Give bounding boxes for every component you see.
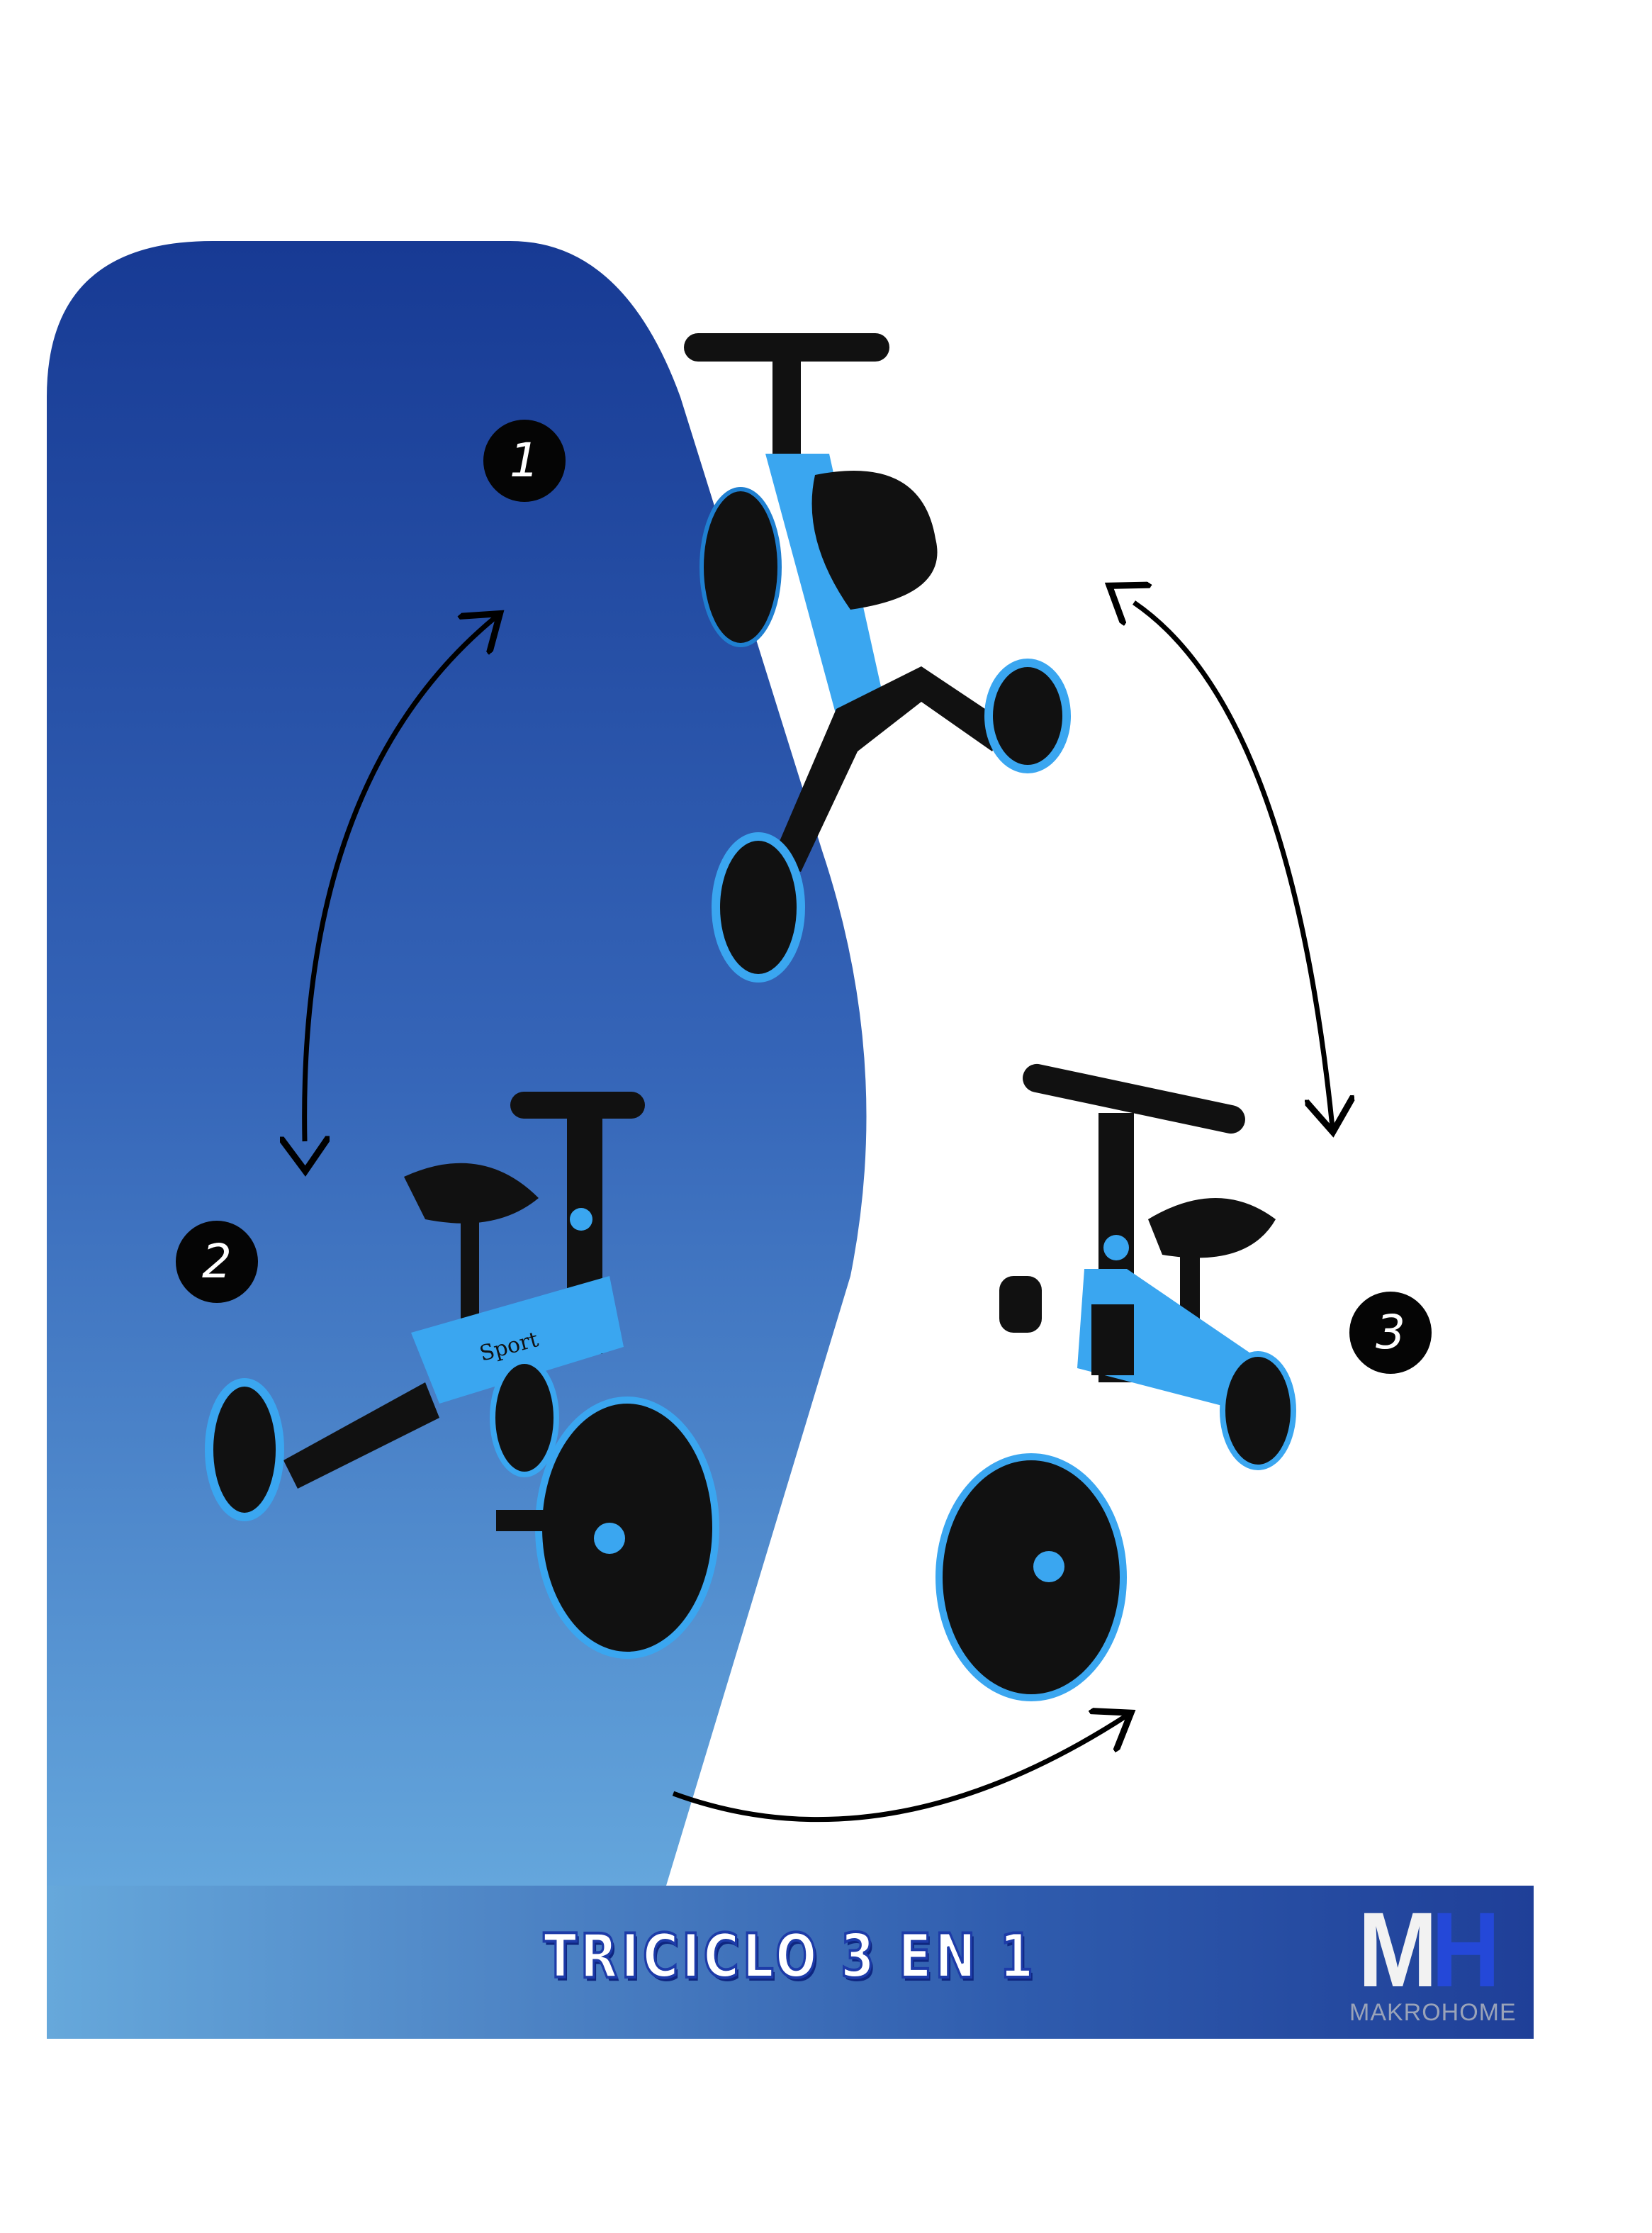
bike-mode-3-image <box>935 1063 1296 1701</box>
banner-title: TRICICLO 3 EN 1 <box>542 1920 1038 1993</box>
logo-brand: MAKROHOME <box>1349 1999 1517 2026</box>
step-badge-3: 3 <box>1349 1292 1432 1374</box>
step-badge-1: 1 <box>483 420 566 502</box>
bike-mode-2-image: Sport <box>205 1092 719 1659</box>
logo-letters: MH <box>1358 1890 1500 2009</box>
title-banner: TRICICLO 3 EN 1 MH MAKROHOME <box>47 1886 1534 2039</box>
cycle-arrow-1-2 <box>305 617 496 1141</box>
cycle-arrow-1-3 <box>1134 603 1332 1127</box>
step-badge-2: 2 <box>176 1221 258 1303</box>
cycle-arrow-2-3 <box>672 1716 1127 1823</box>
bike-mode-1-image <box>684 333 1071 983</box>
makrohome-logo: MH MAKROHOME <box>1349 1890 1519 2035</box>
